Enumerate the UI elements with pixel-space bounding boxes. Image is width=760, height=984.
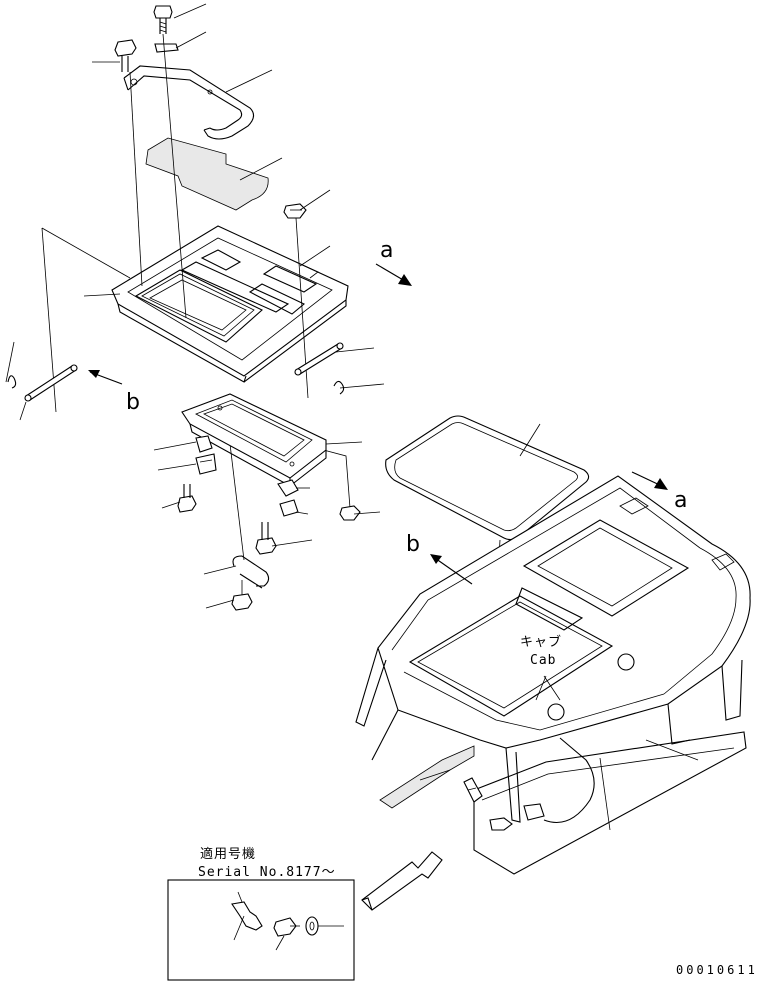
view-arrow-b-left [88, 370, 123, 385]
gas-stay-left [24, 364, 78, 402]
cab-latch-assembly [379, 745, 475, 809]
nut-right-lower [339, 505, 361, 521]
cab-label-japanese: キャブ [520, 635, 563, 650]
lower-bolt-mid [255, 522, 277, 555]
clip-right [333, 380, 345, 395]
top-washer [154, 43, 179, 53]
view-label-b-cab: b [406, 532, 420, 557]
top-bolt [153, 5, 173, 34]
cab-bolt-front [463, 777, 483, 803]
handle-frame [123, 65, 255, 140]
roof-hatch-panel [111, 225, 349, 383]
cab-cable [543, 737, 595, 824]
view-label-b-left: b [126, 390, 140, 415]
cab-bolt-side [489, 803, 545, 831]
sun-shade-pad [145, 137, 269, 211]
figure-number: 00010611 [676, 963, 758, 977]
leader-lines [19, 3, 699, 761]
nut [283, 203, 307, 219]
view-arrow-a-cab [631, 471, 668, 490]
view-label-a-top: a [380, 238, 394, 263]
gas-stay-right [294, 342, 344, 376]
cab-label-english: Cab [530, 653, 557, 668]
hatch-frame [181, 393, 327, 487]
serial-heading: 適用号機 [200, 847, 257, 862]
serial-number: Serial No.8177～ [198, 865, 336, 880]
left-bolt [114, 39, 137, 72]
serial-detail-box [167, 879, 355, 981]
clip-left [5, 341, 17, 389]
view-arrow-a-top [375, 263, 412, 286]
lower-bolt-bottom [231, 593, 253, 611]
view-arrow-b-cab [430, 554, 473, 585]
handle-lower [232, 555, 270, 589]
latch-bracket [195, 435, 217, 475]
view-label-a-cab: a [674, 488, 688, 513]
hatch-seal [385, 415, 590, 541]
lock-part [277, 479, 299, 517]
lower-bolt-left [177, 484, 197, 513]
cab-body [355, 475, 751, 875]
detail-arrow [361, 851, 443, 911]
